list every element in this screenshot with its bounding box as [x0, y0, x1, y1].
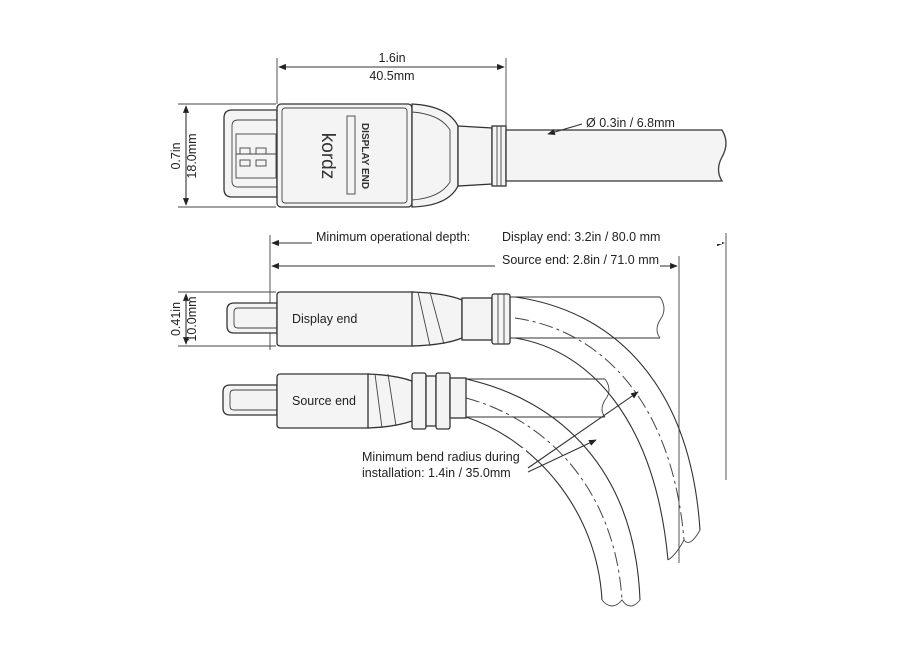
top-length-in: 1.6in	[378, 51, 405, 65]
display-end-label: Display end	[292, 312, 357, 326]
min-depth-label: Minimum operational depth:	[316, 230, 470, 244]
top-height-in: 0.7in	[169, 142, 183, 169]
source-end-connector	[222, 372, 467, 430]
side-view: Minimum operational depth: Display end: …	[169, 228, 727, 607]
display-cable-bend	[510, 296, 701, 561]
top-end-label: DISPLAY END	[359, 123, 370, 189]
top-height-mm: 18.0mm	[185, 133, 199, 178]
thickness-in: 0.41in	[169, 302, 183, 336]
top-view: 1.6in 40.5mm 0.7in 18.0mm kordz DISP	[169, 51, 727, 208]
diameter-leader	[547, 123, 583, 135]
display-depth-value: Display end: 3.2in / 80.0 mm	[502, 230, 660, 244]
bend-leader-display	[527, 391, 639, 469]
cable-diameter: Ø 0.3in / 6.8mm	[586, 116, 675, 130]
source-end-label: Source end	[292, 394, 356, 408]
display-end-connector	[226, 291, 511, 347]
bend-radius-line1: Minimum bend radius during	[362, 450, 520, 464]
top-brand-logo: kordz	[317, 133, 338, 179]
thickness-mm: 10.0mm	[185, 296, 199, 341]
bend-leader-source	[527, 439, 597, 473]
bend-radius-line2: installation: 1.4in / 35.0mm	[362, 466, 511, 480]
source-depth-value: Source end: 2.8in / 71.0 mm	[502, 253, 659, 267]
top-hdmi-plug	[223, 109, 278, 198]
top-cable	[457, 125, 727, 187]
top-length-mm: 40.5mm	[369, 69, 414, 83]
source-cable-bend	[462, 378, 641, 607]
top-connector-body	[276, 103, 459, 208]
